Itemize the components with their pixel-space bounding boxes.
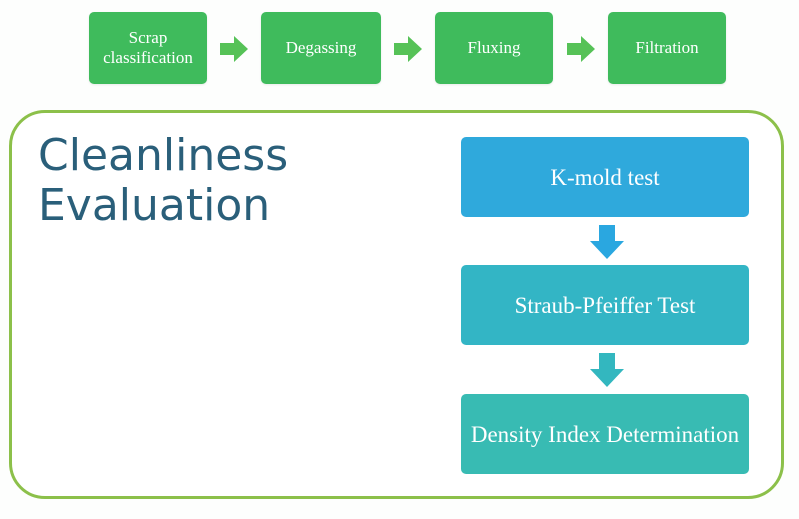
step-filtration: Filtration bbox=[608, 12, 726, 84]
test-label: K-mold test bbox=[550, 164, 660, 190]
arrow-right-icon bbox=[394, 36, 422, 62]
test-label: Density Index Determination bbox=[470, 421, 740, 447]
arrow-down-icon bbox=[590, 353, 624, 387]
step-fluxing: Fluxing bbox=[435, 12, 553, 84]
step-label: Scrap classification bbox=[103, 28, 193, 67]
test-density-index: Density Index Determination bbox=[461, 394, 749, 474]
step-degassing: Degassing bbox=[261, 12, 381, 84]
arrow-down-icon bbox=[590, 225, 624, 259]
step-label: Filtration bbox=[635, 38, 699, 57]
panel-title: Cleanliness Evaluation bbox=[38, 130, 289, 231]
step-scrap-classification: Scrap classification bbox=[89, 12, 207, 84]
step-label: Degassing bbox=[285, 38, 357, 57]
step-label: Fluxing bbox=[467, 38, 521, 57]
test-k-mold: K-mold test bbox=[461, 137, 749, 217]
arrow-right-icon bbox=[567, 36, 595, 62]
arrow-right-icon bbox=[220, 36, 248, 62]
test-label: Straub-Pfeiffer Test bbox=[514, 292, 696, 318]
test-straub-pfeiffer: Straub-Pfeiffer Test bbox=[461, 265, 749, 345]
